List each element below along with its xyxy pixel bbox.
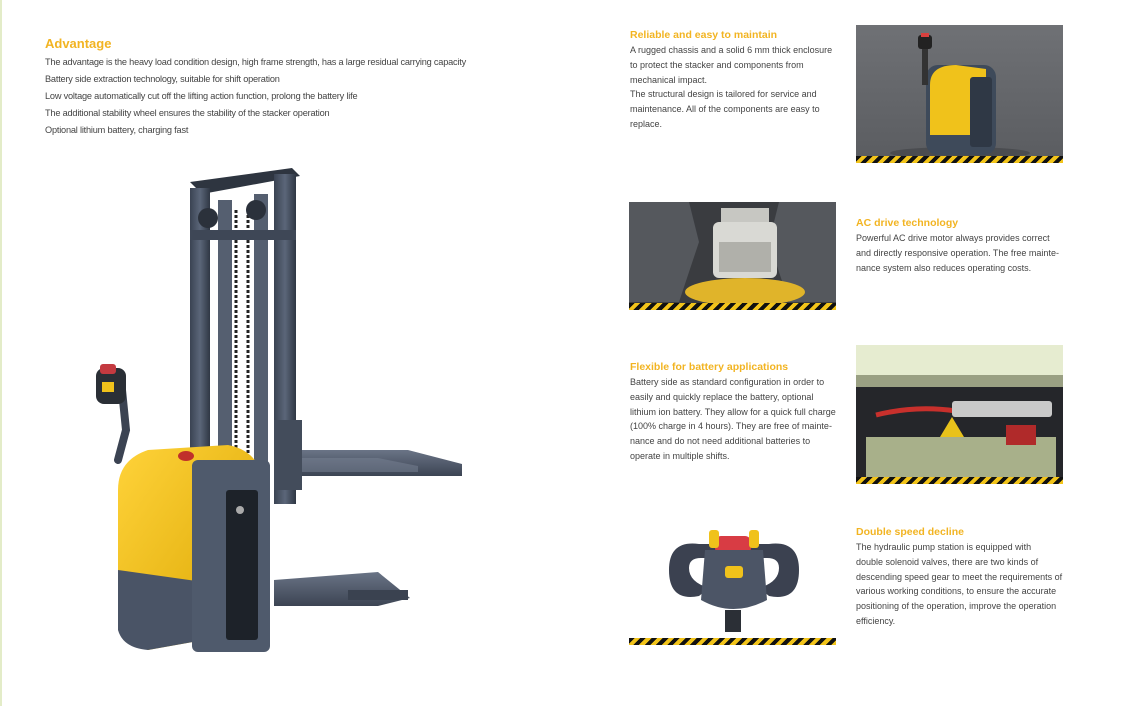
hazard-stripe [629,638,836,645]
feature-line: A rugged chassis and a solid 6 mm thick … [630,45,833,55]
advantage-title: Advantage [45,36,112,51]
hazard-stripe [856,156,1063,163]
pallet-stacker-image [96,168,462,652]
feature-reliable: Reliable and easy to maintain A rugged c… [630,29,845,132]
feature-ac-drive: AC drive technology Powerful AC drive mo… [856,217,1071,275]
tiller-head-image [669,530,799,632]
feature-line: easily and quickly replace the battery, … [630,391,814,402]
feature-line: efficiency. [856,615,896,626]
feature-line: maintenance. All of the components are e… [630,104,820,115]
feature-line: positioning of the operation, improve th… [856,601,1057,612]
feature-line: double solenoid valves, there are two ki… [856,556,1039,567]
feature-line: nance system also reduces operating cost… [856,262,1032,273]
advantage-section: Advantage The advantage is the heavy loa… [45,36,515,139]
stacker-body-image [890,33,1030,159]
ac-motor-photo [629,202,836,310]
feature-line: (100% charge in 4 hours). They are free … [630,421,832,432]
feature-title: AC drive technology [856,217,959,229]
hazard-stripe [856,477,1063,484]
feature-double-speed: Double speed decline The hydraulic pump … [856,526,1071,629]
feature-line: mechanical impact. [630,74,708,85]
feature-line: descending speed gear to meet the requir… [856,571,1063,582]
page-edge-rule [0,0,2,706]
feature-line: Battery side as standard configuration i… [630,377,825,387]
advantage-line: Optional lithium battery, charging fast [45,125,189,135]
feature-battery: Flexible for battery applications Batter… [630,361,845,464]
battery-photo [856,345,1063,484]
ac-motor-image [629,202,836,310]
feature-line: The structural design is tailored for se… [630,89,817,100]
feature-line: nance and do not need additional batteri… [630,436,811,447]
feature-line: and directly responsive operation. The f… [856,247,1059,258]
feature-line: replace. [630,118,663,129]
feature-line: The hydraulic pump station is equipped w… [856,542,1032,552]
tiller-head-photo [629,510,836,645]
feature-title: Double speed decline [856,526,964,538]
advantage-line: Low voltage automatically cut off the li… [45,91,358,101]
battery-image [856,345,1063,477]
feature-line: Powerful AC drive motor always provides … [856,233,1050,243]
feature-line: to protect the stacker and components fr… [630,59,804,70]
feature-title: Flexible for battery applications [630,361,789,373]
hazard-stripe [629,303,836,310]
feature-title: Reliable and easy to maintain [630,29,778,41]
advantage-line: The advantage is the heavy load conditio… [45,57,466,67]
advantage-line: Battery side extraction technology, suit… [45,74,280,84]
feature-line: operate in multiple shifts. [630,450,730,461]
advantage-line: The additional stability wheel ensures t… [45,108,330,118]
feature-line: lithium ion battery. They allow for a qu… [630,406,836,417]
chassis-photo [856,25,1063,163]
feature-line: various working conditions, to ensure th… [856,586,1057,597]
